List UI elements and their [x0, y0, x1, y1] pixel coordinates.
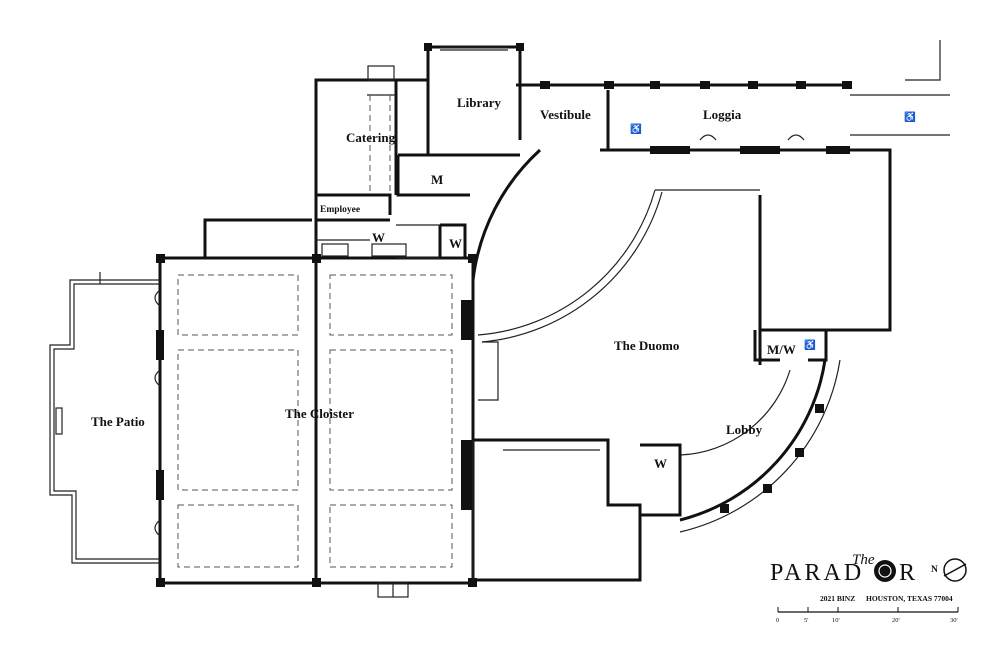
service-wing-walls: [203, 65, 470, 260]
room-label-restroom-w1: W: [372, 230, 385, 245]
room-label-duomo: The Duomo: [614, 338, 679, 353]
branding: The PARAD R N 2021 BINZ HOUSTON, TEXAS 7…: [770, 552, 967, 603]
loggia-walls: [516, 40, 950, 154]
logo-the-text: The: [852, 552, 875, 568]
restroom-mw-walls: [753, 330, 828, 362]
logo-name-left: PARAD: [770, 560, 864, 586]
north-label: N: [931, 565, 938, 575]
room-label-catering: Catering: [346, 130, 396, 145]
scale-bar: 0 5' 10' 20' 30': [776, 607, 959, 624]
room-label-lobby: Lobby: [726, 422, 763, 437]
doors: [154, 134, 805, 598]
address-street: 2021 BINZ: [820, 594, 855, 603]
accessible-icon: ♿: [630, 123, 642, 135]
scale-tick-20: 20': [892, 617, 900, 624]
scale-tick-5: 5': [804, 617, 808, 624]
accessible-icon: ♿: [804, 339, 816, 351]
accessible-icon: ♿: [904, 111, 916, 123]
room-label-restroom-w3: W: [654, 456, 667, 471]
patio-outline: [49, 272, 160, 564]
cloister-grid: [177, 274, 453, 568]
room-label-employee: Employee: [320, 205, 360, 215]
scale-tick-10: 10': [832, 617, 840, 624]
north-arrow-icon: [943, 558, 967, 582]
address-city: HOUSTON, TEXAS 77004: [866, 594, 953, 603]
room-label-restroom-mw: M/W: [767, 342, 796, 357]
logo-name-right: R: [899, 560, 918, 586]
logo-o-seal-icon: [874, 560, 896, 582]
room-label-loggia: Loggia: [703, 107, 742, 122]
room-label-restroom-w2: W: [449, 236, 462, 251]
room-label-library: Library: [457, 95, 502, 110]
scale-tick-30: 30': [950, 617, 958, 624]
scale-tick-0: 0: [776, 617, 779, 624]
room-label-restroom-m: M: [431, 172, 443, 187]
lobby-walls: [640, 359, 841, 533]
room-label-vestibule: Vestibule: [540, 107, 591, 122]
room-label-patio: The Patio: [91, 414, 145, 429]
library-walls: [424, 43, 524, 157]
room-label-cloister: The Cloister: [285, 406, 354, 421]
